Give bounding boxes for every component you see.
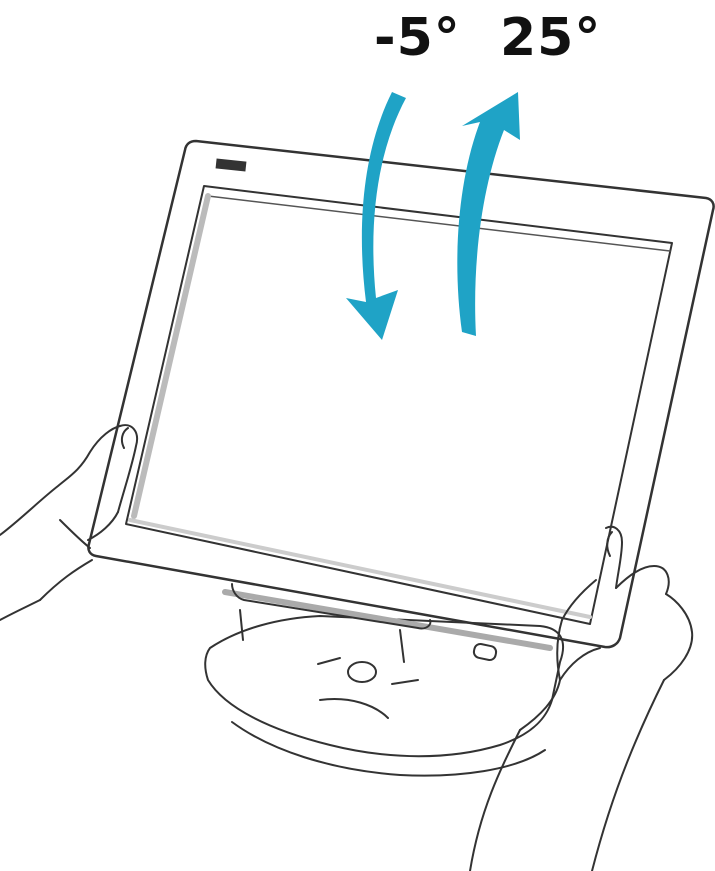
left-hand xyxy=(0,425,137,620)
power-button-icon xyxy=(473,643,497,661)
tilt-up-angle-label: 25° xyxy=(500,8,601,68)
right-hand xyxy=(470,527,692,871)
brand-logo xyxy=(216,158,247,171)
curved-arrow-up-icon xyxy=(457,92,520,336)
base-button-icon xyxy=(348,662,376,682)
tilt-arrows xyxy=(346,92,520,340)
tilt-down-angle-label: -5° xyxy=(374,8,461,68)
monitor-screen xyxy=(126,186,672,624)
